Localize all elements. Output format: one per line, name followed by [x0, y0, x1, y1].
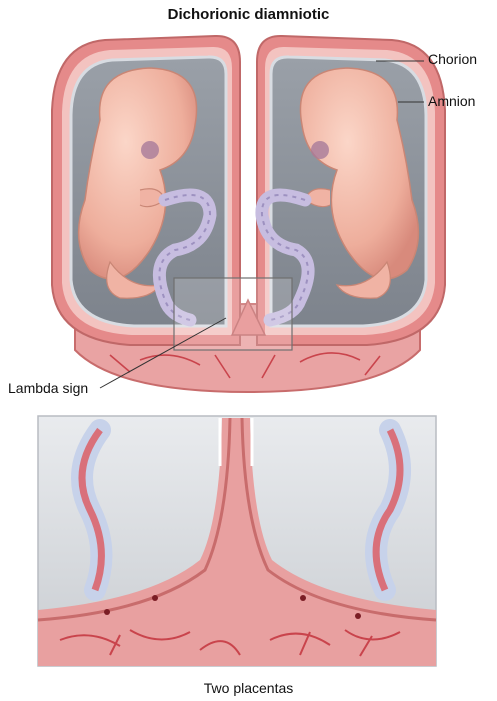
left-embryo — [77, 67, 217, 327]
inset-magnified-view — [37, 415, 437, 667]
chorion-label: Chorion — [428, 51, 478, 67]
leader-lines — [99, 60, 424, 389]
right-embryo — [255, 67, 420, 327]
lambda-sign-region — [173, 277, 293, 351]
lambda-sign-label: Lambda sign — [8, 380, 89, 396]
inset-caption: Two placentas — [203, 680, 294, 696]
figure-title: Dichorionic diamniotic — [167, 6, 330, 23]
amnion-label: Amnion — [428, 93, 476, 109]
inset-marker-box — [173, 277, 293, 351]
